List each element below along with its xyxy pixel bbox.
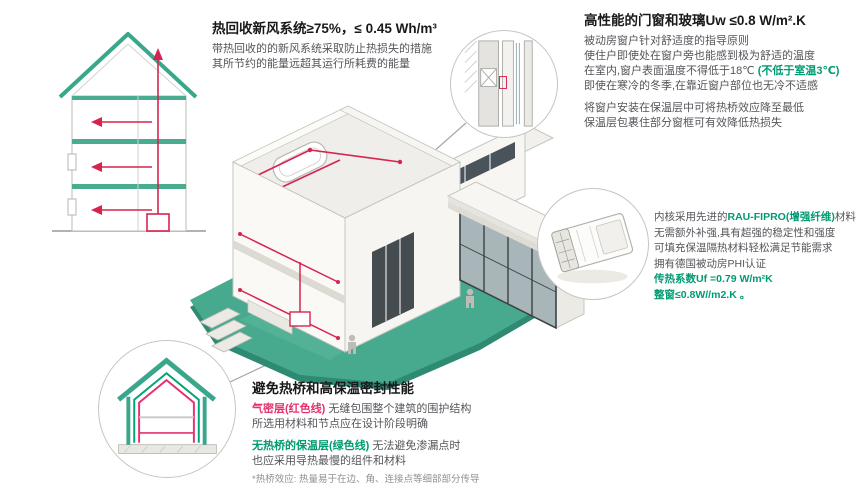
profile-material-line: 内核采用先进的RAU-FIPRO(增强纤维)材料 [654,210,864,226]
floor-slab [72,184,186,189]
frame-profile-render [551,213,634,284]
window-body-line: 即使在寒冷的冬季,在靠近窗户部位也无冷不适感 [584,80,819,92]
duct-arrows [91,48,163,215]
insulation-label: 无热桥的保温层(绿色线) [252,440,370,452]
floor-slab [72,139,186,144]
airtight-label: 气密层(红色线) [252,403,326,415]
window-body-line: 将窗户安装在保温层中可将热桥效应降至最低 [584,102,804,114]
glass-door [372,232,414,328]
thermal-bridge-footnote: *热桥效应: 热量易于在边、角、连接点等细部部分传导 [252,474,480,485]
hrv-title: 热回收新风系统≥75%，≤ 0.45 Wh/m³ [212,21,437,36]
window-title: 高性能的门窗和玻璃Uw ≤0.8 W/m².K [584,13,806,28]
kitchen-counter [247,299,293,335]
isometric-house [190,105,590,390]
window-body-line: 保温层包裹住部分窗框可有效降低热损失 [584,117,782,129]
envelope-body-line: 也应采用导热最慢的组件和材料 [252,455,406,467]
airtight-layer-line: 气密层(红色线) 无缝包围整个建筑的围护结构 [252,402,562,417]
temp-text: 在室内,窗户表面温度不得低于18℃ [584,65,758,77]
bathtub [272,141,328,183]
envelope-text-block: 避免热桥和高保温密封性能 气密层(红色线) 无缝包围整个建筑的围护结构 所选用材… [252,380,562,486]
profile-body-line: 可填充保温隔热材料轻松满足节能需求 [654,242,833,254]
uf-value-line: 传热系数Uf =0.79 W/m²K [654,273,773,285]
cutaway-interior [232,161,346,353]
envelope-circle [98,340,236,478]
airtight-text: 无缝包围整个建筑的围护结构 [325,403,472,415]
southeast-face [344,161,461,353]
hrv-section-house [52,32,206,232]
people [348,288,474,354]
mid-floor-slab [233,240,345,304]
window-temp-line: 在室内,窗户表面温度不得低于18℃ (不低于室温3℃) [584,64,862,79]
roof-teal [58,32,198,99]
hrv-body-line: 其所节约的能量远超其运行所耗费的能量 [212,58,410,70]
profile-body-line: 无需额外补强,具有超强的稳定性和强度 [654,226,836,239]
window-detail-circle [450,30,558,138]
frame-profile-circle [537,188,649,300]
material-text: 材料 [834,211,856,223]
hrv-text-block: 热回收新风系统≥75%，≤ 0.45 Wh/m³ 带热回收的的新风系统采取防止热… [212,20,474,72]
window-body-line: 使住户即使处在窗户旁也能感到极为舒适的温度 [584,50,815,62]
envelope-title: 避免热桥和高保温密封性能 [252,381,414,396]
interior-ducts [239,233,339,339]
temp-green-text: (不低于室温3℃) [757,65,840,77]
insulation-text: 无法避免渗漏点时 [369,440,461,452]
material-text: 内核采用先进的 [654,211,728,223]
hrv-unit-interior [289,311,311,327]
roof-teal [117,357,216,402]
airtight-red-line [138,378,195,443]
envelope-diagram [117,357,217,454]
window-body-line: 被动房窗户针对舒适度的指导原则 [584,35,749,47]
rau-fipro-text: RAU-FIPRO(增强纤维) [727,211,835,223]
ventilation-ducts [100,58,159,214]
envelope-body-line: 所选用材料和节点应在设计阶段明确 [252,418,428,430]
window-text-block: 高性能的门窗和玻璃Uw ≤0.8 W/m².K 被动房窗户针对舒适度的指导原则 … [584,12,862,131]
insulation-green-line [133,372,200,443]
garden-steps [199,307,253,353]
profile-body-line: 拥有德国被动房PHI认证 [654,257,767,270]
uw-value-line: 整窗≤0.8W//m2.K 。 [654,288,751,301]
hrv-unit [146,213,170,232]
hrv-body-line: 带热回收的的新风系统采取防止热损失的措施 [212,43,432,55]
insulation-layer-line: 无热桥的保温层(绿色线) 无法避免渗漏点时 [252,439,562,454]
window-section-drawing [464,40,533,127]
profile-text-block: 内核采用先进的RAU-FIPRO(增强纤维)材料 无需额外补强,具有超强的稳定性… [654,210,864,303]
